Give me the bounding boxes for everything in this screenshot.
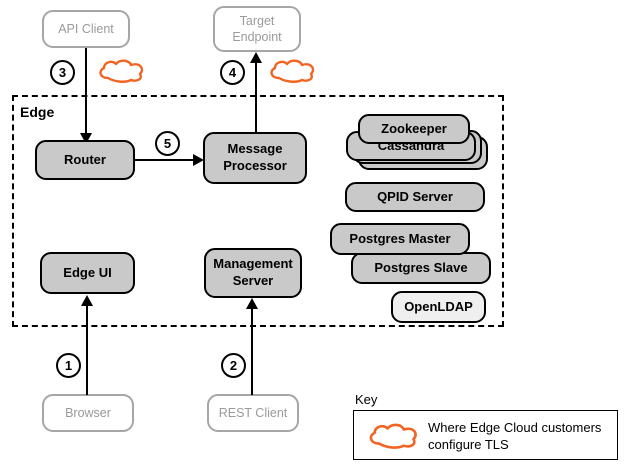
node-postgres-master-label: Postgres Master [349, 230, 451, 246]
key-title: Key [355, 392, 378, 407]
connector-router-message-processor [135, 159, 195, 161]
node-zookeeper-label: Zookeeper [381, 120, 447, 136]
node-postgres-master[interactable]: Postgres Master [330, 223, 470, 255]
node-api-client[interactable]: API Client [42, 10, 130, 48]
node-edge-ui[interactable]: Edge UI [40, 252, 135, 294]
key-entry-line2: configure TLS [428, 437, 509, 453]
node-qpid-server[interactable]: QPID Server [345, 182, 485, 212]
node-postgres-slave-label: Postgres Slave [374, 259, 468, 275]
node-message-processor-label-line1: Message [227, 141, 283, 157]
cloud-icon-step-4 [266, 58, 318, 89]
connector-message-processor-target-endpoint [255, 62, 257, 138]
arrowhead-message-processor-in [193, 154, 204, 166]
cloud-icon-key [365, 422, 421, 455]
connector-rest-client-management-server [251, 308, 253, 395]
step-badge-3-label: 3 [58, 65, 67, 80]
key-entry-line1: Where Edge Cloud customers [428, 420, 602, 435]
node-api-client-label: API Client [58, 22, 114, 36]
arrowhead-management-server-in [246, 298, 258, 309]
node-zookeeper[interactable]: Zookeeper [358, 114, 470, 144]
node-rest-client[interactable]: REST Client [207, 394, 299, 432]
node-target-endpoint[interactable]: Target Endpoint [213, 6, 301, 52]
arrowhead-target-endpoint-in [250, 52, 262, 63]
connector-browser-edge-ui [86, 305, 88, 395]
step-badge-5: 5 [155, 131, 180, 156]
node-router[interactable]: Router [35, 140, 135, 180]
node-rest-client-label: REST Client [218, 406, 288, 420]
node-message-processor-label-line2: Processor [223, 158, 287, 173]
cloud-icon-step-3 [95, 58, 147, 89]
edge-boundary [12, 95, 504, 327]
step-badge-4-label: 4 [228, 65, 237, 80]
node-openldap[interactable]: OpenLDAP [391, 291, 486, 323]
node-router-label: Router [64, 151, 106, 167]
step-badge-4: 4 [220, 60, 245, 85]
edge-boundary-label: Edge [20, 104, 55, 120]
node-management-server[interactable]: Management Server [204, 248, 302, 298]
node-target-endpoint-label-line2: Endpoint [232, 30, 282, 44]
node-edge-ui-label: Edge UI [63, 264, 112, 280]
arrowhead-edge-ui-in [81, 295, 93, 306]
step-badge-2: 2 [221, 353, 246, 378]
node-message-processor[interactable]: Message Processor [203, 132, 307, 184]
step-badge-5-label: 5 [163, 136, 172, 151]
arrowhead-router-in [80, 133, 92, 144]
node-postgres-slave[interactable]: Postgres Slave [351, 252, 491, 284]
step-badge-1: 1 [56, 353, 81, 378]
node-target-endpoint-label-line1: Target [239, 14, 275, 28]
node-management-server-label-line1: Management [213, 256, 293, 272]
connector-api-client-router [85, 48, 87, 140]
step-badge-3: 3 [50, 60, 75, 85]
node-browser-label: Browser [65, 406, 111, 420]
step-badge-1-label: 1 [64, 358, 73, 373]
step-badge-2-label: 2 [229, 358, 238, 373]
node-browser[interactable]: Browser [42, 394, 134, 432]
node-management-server-label-line2: Server [232, 273, 274, 288]
node-openldap-label: OpenLDAP [404, 298, 473, 314]
node-qpid-server-label: QPID Server [377, 188, 453, 204]
key-entry-text: Where Edge Cloud customers configure TLS [428, 419, 618, 453]
